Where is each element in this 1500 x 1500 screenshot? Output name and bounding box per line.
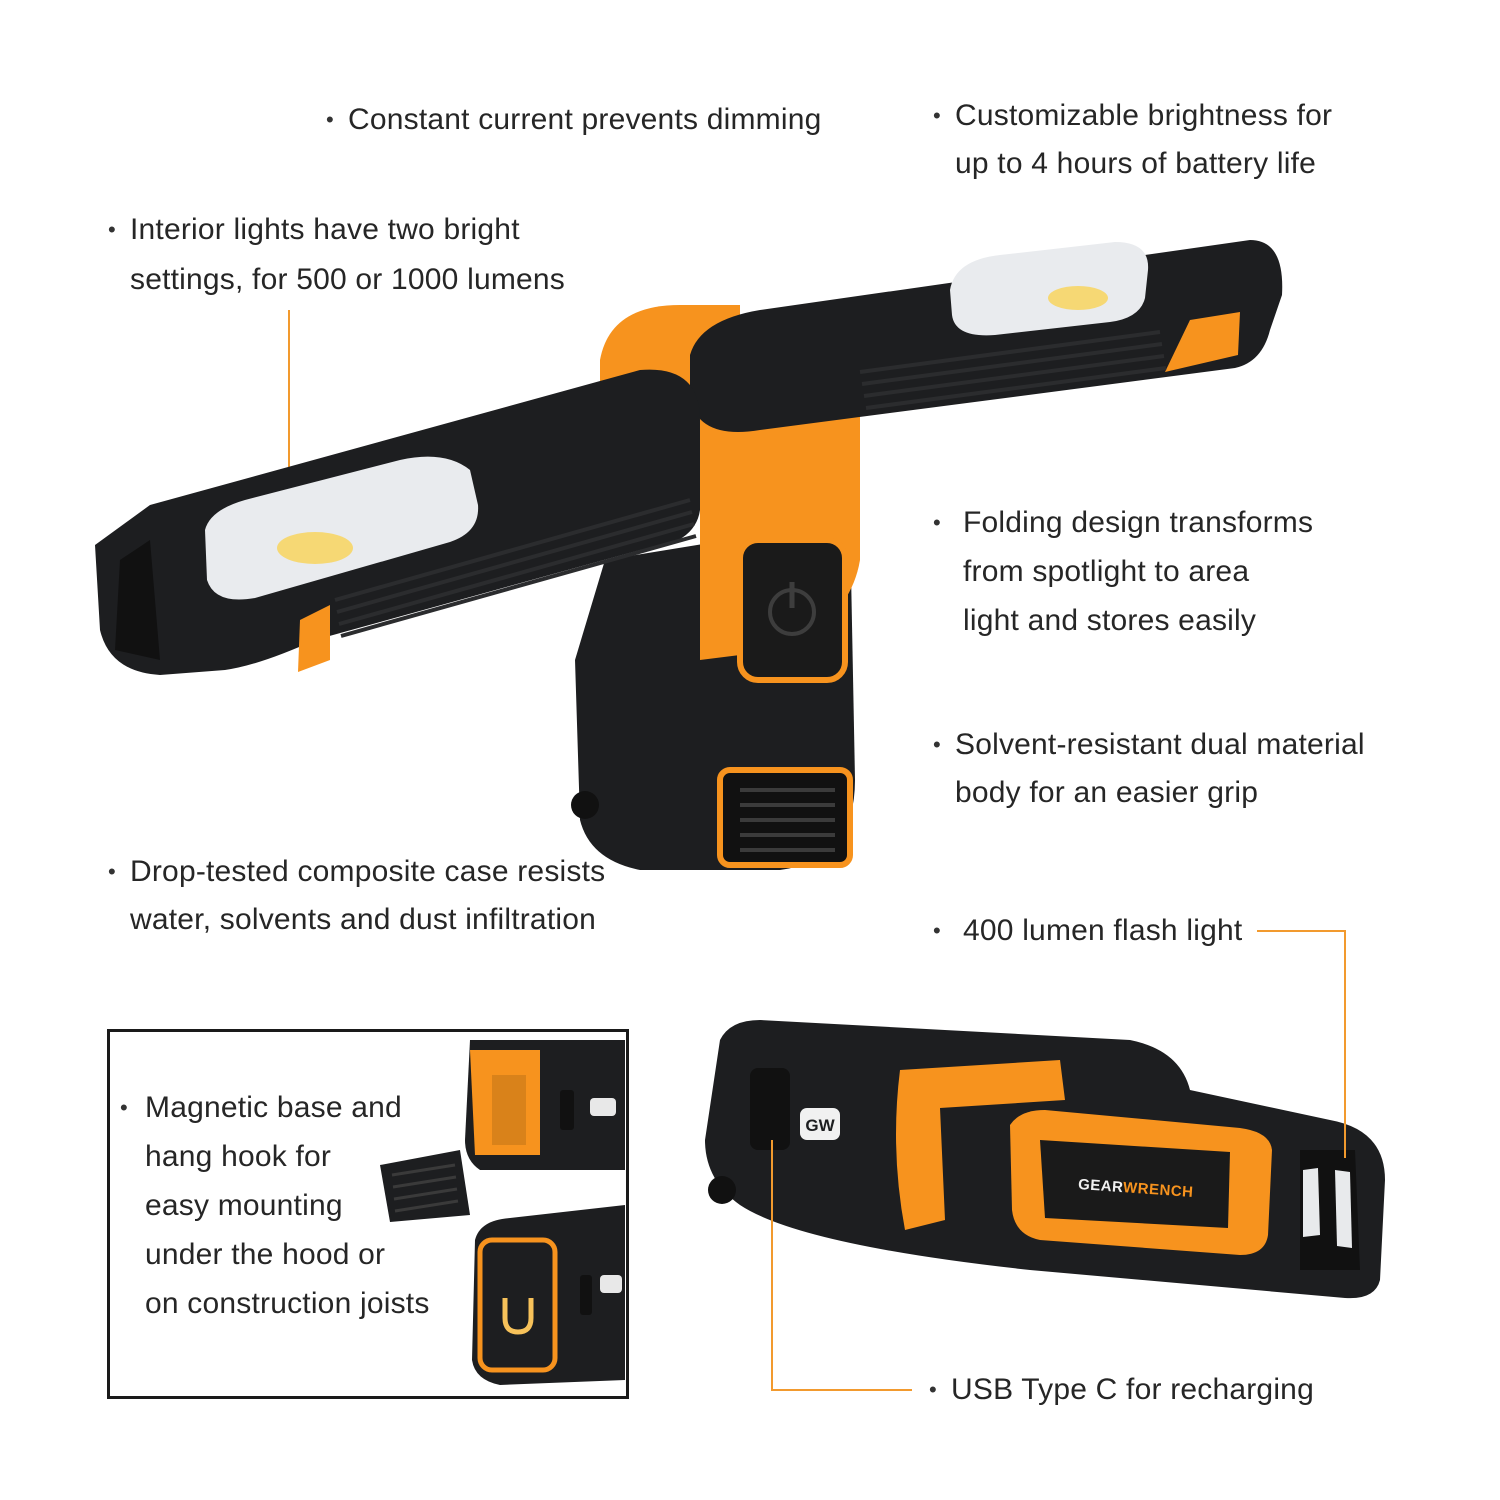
feature-text: 400 lumen flash light (963, 914, 1243, 947)
leader-usb (771, 1140, 912, 1391)
feature-text: Customizable brightness for (955, 99, 1333, 132)
feature-solvent: • Solvent-resistant dual material body f… (933, 721, 1365, 817)
feature-text: Folding design transforms (963, 506, 1314, 539)
feature-text: USB Type C for recharging (951, 1373, 1314, 1406)
feature-text: Solvent-resistant dual material (955, 728, 1365, 761)
magnet-icon (502, 1298, 534, 1335)
feature-text: hang hook for (145, 1140, 332, 1173)
feature-text: easy mounting (145, 1189, 343, 1222)
inset-frame (107, 1029, 629, 1399)
feature-text: Magnetic base and (145, 1091, 402, 1124)
inset-illustration (380, 1040, 625, 1385)
feature-text: from spotlight to area (963, 555, 1250, 588)
power-icon (768, 582, 816, 636)
gw-logo-icon: GW (800, 1108, 840, 1140)
leader-flashlight (1257, 930, 1346, 1158)
feature-text: light and stores easily (963, 604, 1257, 637)
feature-text: water, solvents and dust infiltration (130, 903, 596, 936)
feature-brightness: • Customizable brightness for up to 4 ho… (933, 92, 1333, 188)
feature-text: Constant current prevents dimming (348, 103, 822, 136)
svg-text:GW: GW (805, 1116, 835, 1135)
flashlight-folded: GW (705, 1020, 1385, 1299)
feature-drop-tested: • Drop-tested composite case resists wat… (108, 848, 606, 944)
feature-text: up to 4 hours of battery life (955, 147, 1317, 180)
power-button[interactable] (737, 537, 848, 683)
feature-text: settings, for 500 or 1000 lumens (130, 263, 565, 296)
feature-flashlight: • 400 lumen flash light (933, 907, 1243, 955)
feature-usb: • USB Type C for recharging (929, 1366, 1314, 1414)
feature-text: under the hood or (145, 1238, 386, 1271)
feature-interior-lights: • Interior lights have two bright settin… (108, 205, 565, 305)
feature-magnetic: • Magnetic base and hang hook for easy m… (120, 1083, 430, 1328)
brand-name-part1: GEAR (1077, 1175, 1124, 1197)
feature-folding: • Folding design transforms from spotlig… (933, 498, 1314, 645)
feature-text: body for an easier grip (955, 776, 1259, 809)
feature-text: Drop-tested composite case resists (130, 855, 606, 888)
feature-text: on construction joists (145, 1287, 430, 1320)
feature-text: Interior lights have two bright (130, 213, 520, 246)
area-light-unfolded (95, 240, 1283, 870)
feature-constant-current: • Constant current prevents dimming (326, 96, 822, 144)
